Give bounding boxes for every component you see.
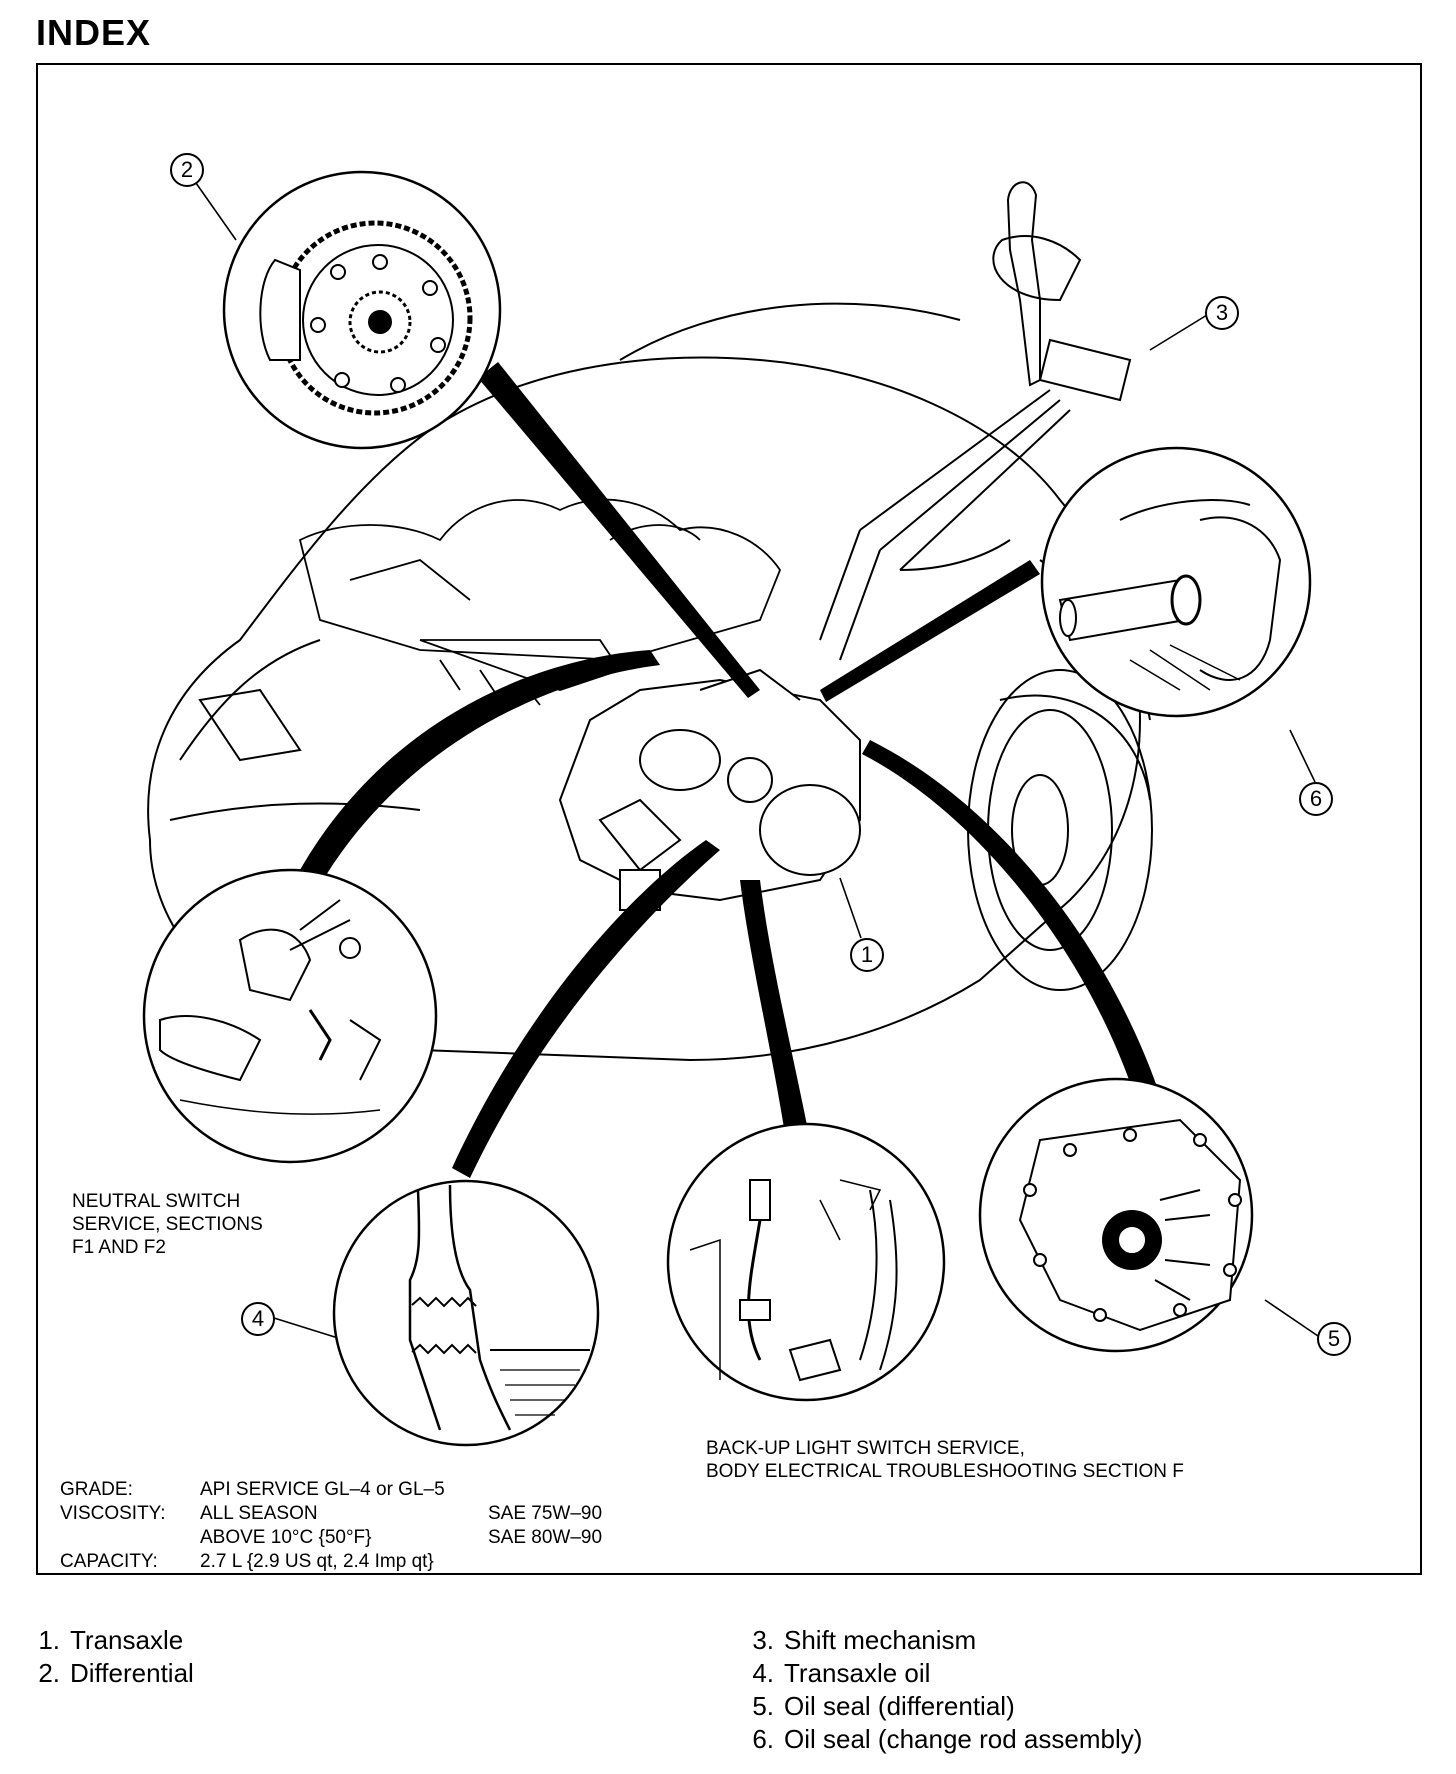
neutral-switch-caption: NEUTRAL SWITCH SERVICE, SECTIONS F1 AND … (72, 1191, 263, 1258)
oil-spec-capacity-label: CAPACITY: (60, 1551, 158, 1572)
legend-item: 3. Shift mechanism (734, 1624, 1142, 1657)
callout-6: 6 (1299, 782, 1333, 816)
legend-number: 5. (752, 1691, 774, 1721)
legend-item: 2. Differential (20, 1657, 194, 1690)
legend-label: Shift mechanism (784, 1625, 977, 1655)
detail-circle-differential (222, 170, 502, 450)
legend-item: 4. Transaxle oil (734, 1657, 1142, 1690)
leader-wedges (300, 362, 1156, 1178)
callout-leaders (195, 182, 1319, 1339)
oil-spec-viscosity-row2-value: ABOVE 10°C {50°F} (200, 1527, 372, 1548)
backup-light-caption: BACK-UP LIGHT SWITCH SERVICE, BODY ELECT… (706, 1438, 1184, 1482)
detail-circle-change-rod-seal (1040, 446, 1312, 718)
legend-item: 6. Oil seal (change rod assembly) (734, 1723, 1142, 1756)
callout-4: 4 (241, 1302, 275, 1336)
oil-spec-capacity-value: 2.7 L {2.9 US qt, 2.4 Imp qt} (200, 1551, 434, 1572)
legend-number: 1. (38, 1625, 60, 1655)
transaxle-assembly (558, 668, 861, 911)
legend-number: 6. (752, 1724, 774, 1754)
oil-spec-grade-label: GRADE: (60, 1479, 133, 1500)
detail-circle-backup-light-switch (666, 1122, 946, 1402)
shift-mechanism-sketch (819, 181, 1132, 661)
page-title: INDEX (36, 12, 152, 53)
legend-label: Oil seal (differential) (784, 1691, 1015, 1721)
detail-circle-differential-seal (978, 1077, 1254, 1353)
oil-spec-viscosity-label: VISCOSITY: (60, 1503, 166, 1524)
oil-spec-viscosity-row1-value: ALL SEASON (200, 1503, 318, 1524)
legend-label: Oil seal (change rod assembly) (784, 1724, 1143, 1754)
legend-number: 3. (752, 1625, 774, 1655)
oil-spec-viscosity-row2-sae: SAE 80W–90 (488, 1527, 603, 1548)
legend-left: 1. Transaxle 2. Differential (20, 1624, 194, 1690)
legend-label: Differential (70, 1658, 194, 1688)
legend-number: 2. (38, 1658, 60, 1688)
diagram-frame (36, 63, 1422, 1575)
legend-number: 4. (752, 1658, 774, 1688)
oil-spec-viscosity-row1-sae: SAE 75W–90 (488, 1503, 603, 1524)
detail-circle-transaxle-oil (332, 1179, 600, 1447)
detail-circle-neutral-switch (142, 868, 438, 1164)
callout-3: 3 (1205, 296, 1239, 330)
legend-label: Transaxle oil (784, 1658, 931, 1688)
legend-label: Transaxle (70, 1625, 184, 1655)
legend-item: 1. Transaxle (20, 1624, 194, 1657)
oil-spec-grade-value: API SERVICE GL–4 or GL–5 (200, 1479, 445, 1500)
legend-item: 5. Oil seal (differential) (734, 1690, 1142, 1723)
callout-2: 2 (170, 153, 204, 187)
callout-5: 5 (1317, 1322, 1351, 1356)
legend-right: 3. Shift mechanism 4. Transaxle oil 5. O… (734, 1624, 1142, 1756)
callout-1: 1 (850, 938, 884, 972)
